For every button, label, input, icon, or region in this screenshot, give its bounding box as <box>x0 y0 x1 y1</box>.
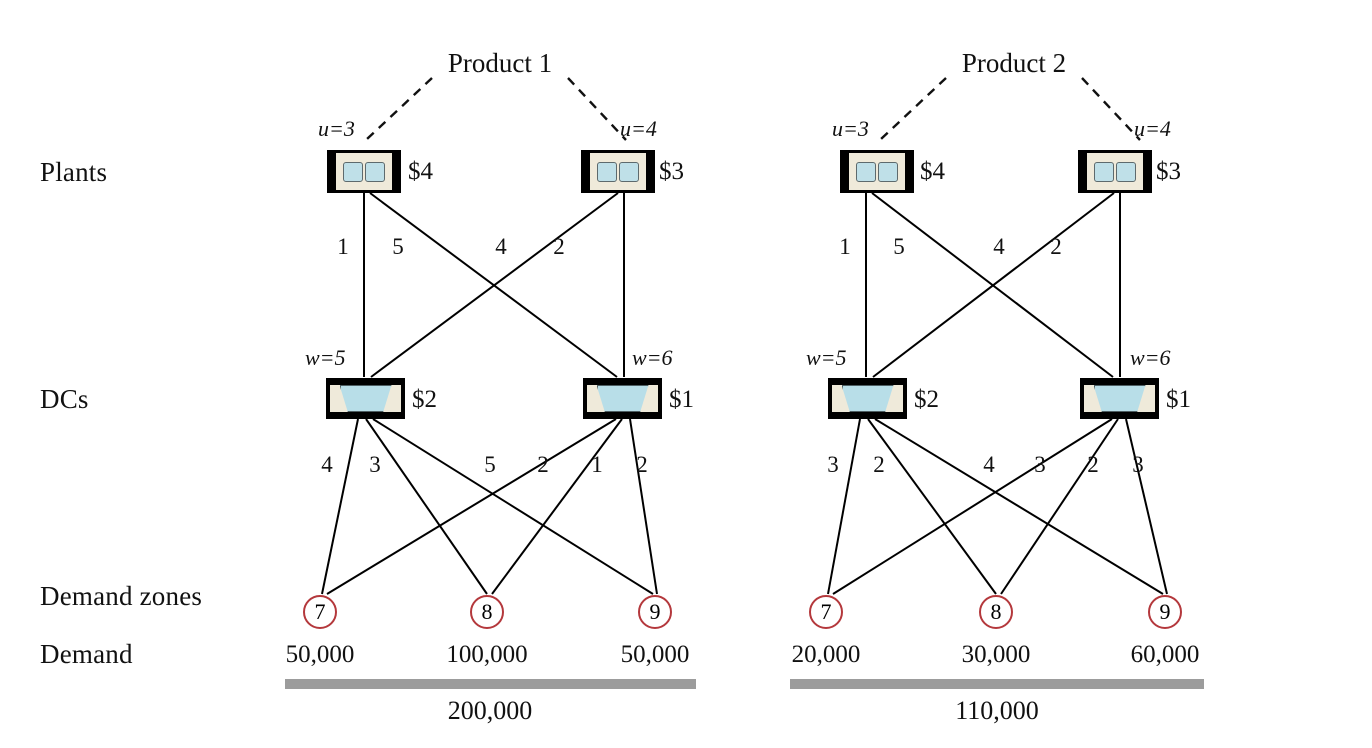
dc-capacity-label-d2-product-1: w=6 <box>632 345 673 370</box>
plant-window-icon <box>597 161 617 182</box>
edge-cost-p2-d2-product-1: 2 <box>553 234 565 259</box>
total-demand-value-product-1: 200,000 <box>447 696 533 725</box>
edge-cost-d2-z8-product-2: 2 <box>1087 452 1099 477</box>
edge-cost-d2-z8-product-1: 1 <box>591 452 603 477</box>
edge-cost-d1-z9-product-1: 5 <box>484 452 496 477</box>
plant-capacity-label-p2-product-1: u=4 <box>620 116 657 141</box>
row-label-demand: Demand <box>40 639 133 669</box>
product-2-dc-zone-edges <box>827 418 1168 595</box>
product-2-bracket <box>879 77 1141 141</box>
edge-cost-d1-z7-product-2: 3 <box>827 452 839 477</box>
demand-value-z7-product-2: 20,000 <box>791 641 861 668</box>
plant-window-icon <box>856 161 876 182</box>
plant-window-icon <box>1116 161 1136 182</box>
edge-cost-p2-d1-product-2: 4 <box>993 234 1005 259</box>
plant-cost-p2-product-2: $3 <box>1156 158 1181 185</box>
dc-capacity-label-d1-product-2: w=5 <box>806 345 847 370</box>
dc-node-d1-product-2[interactable] <box>828 378 907 419</box>
edge-cost-p1-d2-product-2: 5 <box>893 234 905 259</box>
demand-value-z9-product-1: 50,000 <box>620 641 690 668</box>
demand-value-z7-product-1: 50,000 <box>285 641 355 668</box>
dc-node-d2-product-2[interactable] <box>1080 378 1159 419</box>
demand-value-z8-product-2: 30,000 <box>961 641 1031 668</box>
dc-node-d1-product-1[interactable] <box>326 378 405 419</box>
plant-node-p1-product-1[interactable] <box>327 150 401 193</box>
total-demand-bar-product-2 <box>790 679 1204 689</box>
product-1-plant-dc-edges <box>363 192 625 378</box>
plant-window-icon <box>343 161 363 182</box>
warehouse-icon <box>596 385 649 412</box>
edge-cost-d2-z9-product-1: 2 <box>636 452 648 477</box>
warehouse-icon <box>841 385 894 412</box>
plant-capacity-label-p1-product-2: u=3 <box>832 116 869 141</box>
product-1-bracket <box>365 77 627 141</box>
dc-cost-d1-product-2: $2 <box>914 386 939 413</box>
plant-node-p1-product-2[interactable] <box>840 150 914 193</box>
edge-cost-d1-z7-product-1: 4 <box>321 452 333 477</box>
product-1-dc-zone-edges <box>321 418 658 595</box>
plant-window-icon <box>365 161 385 182</box>
edge-cost-d2-z7-product-2: 3 <box>1034 452 1046 477</box>
dc-capacity-label-d1-product-1: w=5 <box>305 345 346 370</box>
dc-cost-d2-product-2: $1 <box>1166 386 1191 413</box>
row-label-plants: Plants <box>40 157 108 187</box>
dc-node-d2-product-1[interactable] <box>583 378 662 419</box>
dc-cost-d2-product-1: $1 <box>669 386 694 413</box>
plant-window-icon <box>619 161 639 182</box>
plant-window-icon <box>878 161 898 182</box>
row-label-dcs: DCs <box>40 384 89 414</box>
plant-node-p2-product-1[interactable] <box>581 150 655 193</box>
edge-cost-d1-z8-product-1: 3 <box>369 452 381 477</box>
panel-title-product-2: Product 2 <box>961 48 1067 78</box>
edge-cost-d2-z7-product-1: 2 <box>537 452 549 477</box>
total-demand-bar-product-1 <box>285 679 696 689</box>
dc-cost-d1-product-1: $2 <box>412 386 437 413</box>
demand-zone-node-z8-product-2[interactable]: 8 <box>979 595 1013 629</box>
dc-capacity-label-d2-product-2: w=6 <box>1130 345 1171 370</box>
plant-cost-p2-product-1: $3 <box>659 158 684 185</box>
demand-zone-node-z8-product-1[interactable]: 8 <box>470 595 504 629</box>
demand-zone-node-z9-product-1[interactable]: 9 <box>638 595 672 629</box>
demand-zone-node-z9-product-2[interactable]: 9 <box>1148 595 1182 629</box>
plant-cost-p1-product-1: $4 <box>408 158 433 185</box>
product-2-plant-dc-edges <box>865 192 1121 378</box>
edge-cost-p1-d2-product-1: 5 <box>392 234 404 259</box>
demand-value-z9-product-2: 60,000 <box>1130 641 1200 668</box>
demand-value-z8-product-1: 100,000 <box>446 641 528 668</box>
plant-window-icon <box>1094 161 1114 182</box>
edge-cost-p1-d1-product-1: 1 <box>337 234 349 259</box>
plant-node-p2-product-2[interactable] <box>1078 150 1152 193</box>
edge-cost-p1-d1-product-2: 1 <box>839 234 851 259</box>
demand-zone-node-z7-product-1[interactable]: 7 <box>303 595 337 629</box>
edge-cost-d1-z9-product-2: 4 <box>983 452 995 477</box>
total-demand-value-product-2: 110,000 <box>955 696 1039 725</box>
plant-capacity-label-p1-product-1: u=3 <box>318 116 355 141</box>
panel-title-product-1: Product 1 <box>447 48 553 78</box>
demand-zone-node-z7-product-2[interactable]: 7 <box>809 595 843 629</box>
edge-cost-p2-d1-product-1: 4 <box>495 234 507 259</box>
edge-cost-d1-z8-product-2: 2 <box>873 452 885 477</box>
plant-capacity-label-p2-product-2: u=4 <box>1134 116 1171 141</box>
plant-cost-p1-product-2: $4 <box>920 158 945 185</box>
warehouse-icon <box>1093 385 1146 412</box>
edge-cost-d2-z9-product-2: 3 <box>1132 452 1144 477</box>
edge-cost-p2-d2-product-2: 2 <box>1050 234 1062 259</box>
row-label-demand-zones: Demand zones <box>40 581 203 611</box>
warehouse-icon <box>339 385 392 412</box>
